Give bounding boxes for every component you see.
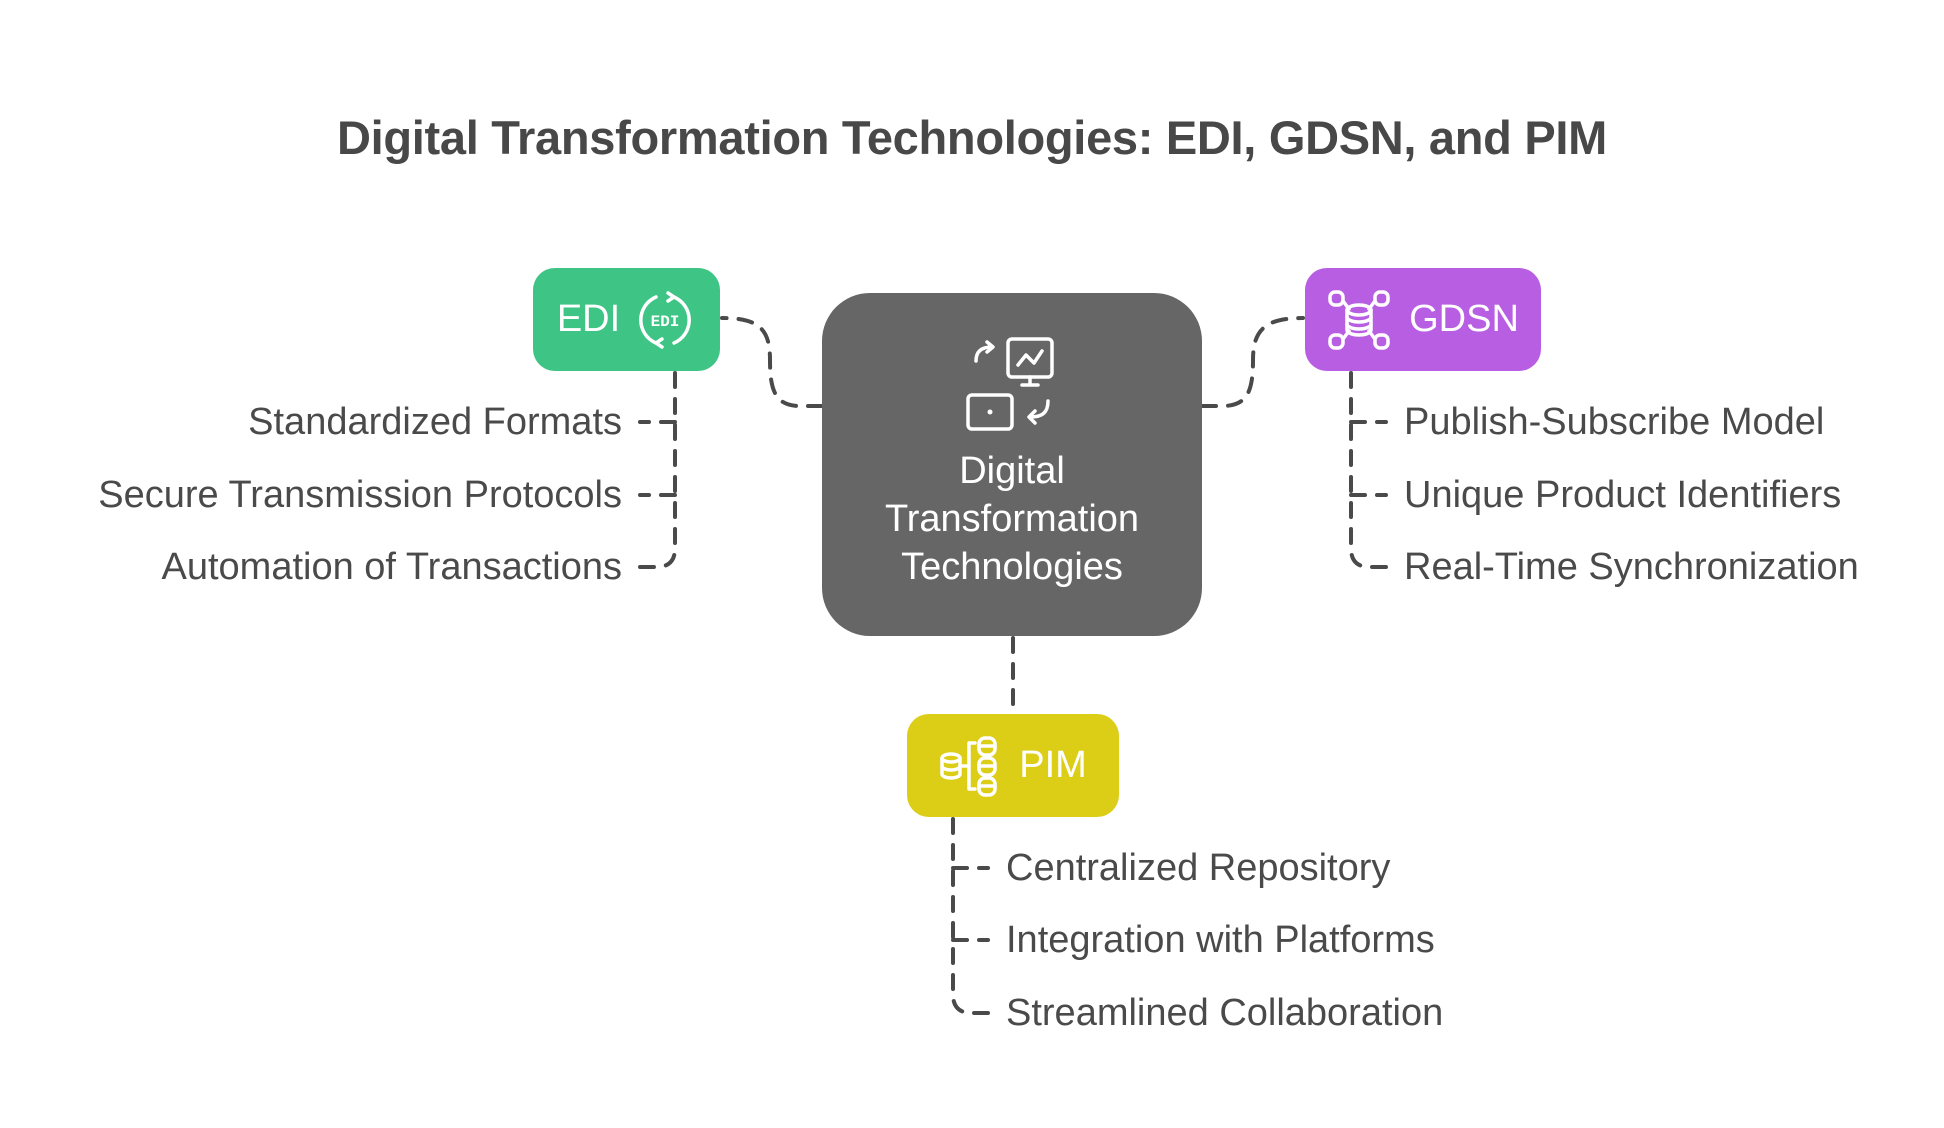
connector-edi-trunk [638,371,677,569]
pim-item-integration-platforms: Integration with Platforms [1006,919,1435,961]
center-label-line-3: Technologies [901,546,1123,588]
center-node: Digital Transformation Technologies [822,293,1202,636]
pim-node: PIM [907,714,1119,817]
edi-item-automation: Automation of Transactions [161,546,622,588]
database-hierarchy-icon [939,735,1003,797]
gdsn-item-publish-subscribe: Publish-Subscribe Model [1404,401,1825,443]
gdsn-item-real-time-sync: Real-Time Synchronization [1404,546,1859,588]
connector-center-edi [720,316,824,408]
connector-pim-trunk [951,817,990,1015]
pim-item-streamlined-collaboration: Streamlined Collaboration [1006,992,1444,1034]
devices-exchange-icon [964,337,1060,433]
center-label-line-1: Digital [959,450,1065,492]
center-node-label: Digital Transformation Technologies [885,447,1139,591]
pim-node-label: PIM [1019,744,1087,786]
pim-item-centralized-repository: Centralized Repository [1006,847,1391,889]
edi-item-standardized-formats: Standardized Formats [248,401,622,443]
connector-gdsn-trunk [1349,371,1388,569]
gdsn-node: GDSN [1305,268,1541,371]
gdsn-node-label: GDSN [1409,298,1519,340]
edi-node: EDI EDI [533,268,720,371]
connector-center-gdsn [1200,316,1305,408]
edi-sync-icon: EDI [634,289,696,351]
center-label-line-2: Transformation [884,498,1140,540]
gdsn-item-unique-identifiers: Unique Product Identifiers [1404,474,1842,516]
diagram-title: Digital Transformation Technologies: EDI… [336,111,1608,164]
edi-node-label: EDI [556,298,621,340]
svg-text:EDI: EDI [651,313,680,331]
database-network-icon [1327,289,1391,351]
edi-item-secure-transmission: Secure Transmission Protocols [98,474,622,516]
